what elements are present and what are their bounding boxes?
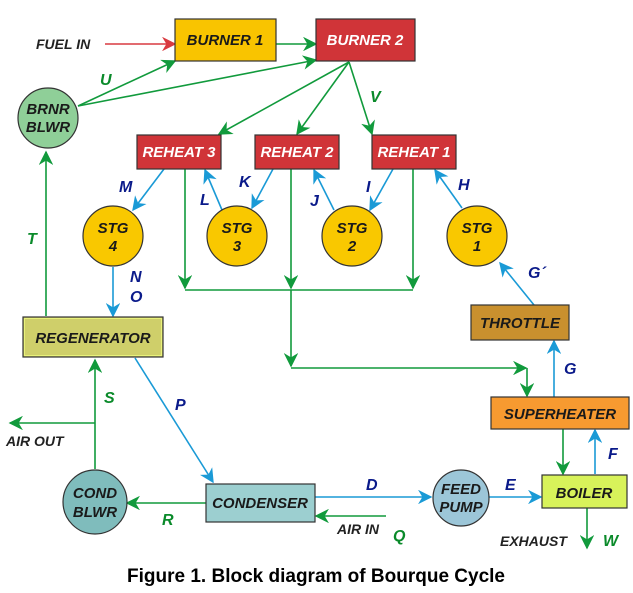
flow-label-g: G	[564, 361, 576, 378]
node-throttle[interactable]: THROTTLE	[470, 304, 570, 341]
node-burner1[interactable]: BURNER 1	[174, 18, 277, 62]
node-stg4[interactable]: STG 4	[82, 205, 144, 267]
flow-label-d: D	[366, 477, 378, 494]
arrow-stg2-reheat2	[313, 168, 335, 211]
flow-label-f: F	[608, 446, 619, 463]
flow-label-p: P	[175, 397, 186, 414]
flow-label-t: T	[27, 231, 38, 248]
throttle-label: THROTTLE	[480, 315, 561, 332]
node-burner2[interactable]: BURNER 2	[315, 18, 416, 62]
node-stg1[interactable]: STG 1	[446, 205, 508, 267]
node-boiler[interactable]: BOILER	[541, 474, 628, 509]
arrow-throttle-stg1	[499, 261, 535, 306]
arrow-reheat3-stg4	[132, 168, 165, 212]
arrow-burner2-reheat2	[296, 61, 350, 136]
brnr-blwr-label-2: BLWR	[26, 119, 70, 136]
node-stg2[interactable]: STG 2	[321, 205, 383, 267]
flow-label-q: Q	[393, 528, 406, 545]
stg1-label-2: 1	[473, 238, 481, 255]
flow-label-i: I	[366, 179, 371, 196]
feed-pump-label-2: PUMP	[439, 499, 483, 516]
flow-label-r: R	[162, 512, 174, 529]
air-in-label: AIR IN	[336, 521, 380, 537]
flow-label-s: S	[104, 390, 115, 407]
exhaust-label: EXHAUST	[500, 533, 568, 549]
superheater-label: SUPERHEATER	[504, 406, 616, 423]
flow-label-e: E	[505, 477, 517, 494]
arrow-stg1-reheat1	[434, 168, 463, 209]
flow-label-m: M	[119, 179, 133, 196]
flow-label-l: L	[200, 192, 210, 209]
flow-label-v: V	[370, 89, 382, 106]
node-brnr-blwr[interactable]: BRNR BLWR	[17, 87, 79, 149]
brnr-blwr-label-1: BRNR	[26, 101, 69, 118]
stg4-label-2: 4	[108, 238, 118, 255]
arrow-burner2-reheat3	[217, 61, 350, 135]
node-superheater[interactable]: SUPERHEATER	[490, 396, 630, 430]
burner2-label: BURNER 2	[327, 32, 404, 49]
flow-label-n: N	[130, 269, 142, 286]
flow-label-o: O	[130, 289, 143, 306]
stg4-label-1: STG	[98, 220, 129, 237]
flow-label-u: U	[100, 72, 112, 89]
fuel-in-label: FUEL IN	[36, 36, 91, 52]
air-out-label: AIR OUT	[5, 433, 65, 449]
node-stg3[interactable]: STG 3	[206, 205, 268, 267]
node-feed-pump[interactable]: FEED PUMP	[432, 469, 490, 527]
feed-pump-label-1: FEED	[441, 481, 481, 498]
node-reheat3[interactable]: REHEAT 3	[136, 134, 222, 170]
reheat1-label: REHEAT 1	[377, 144, 450, 161]
condenser-label: CONDENSER	[212, 495, 308, 512]
flow-label-j: J	[310, 193, 320, 210]
stg3-label-1: STG	[222, 220, 253, 237]
stg2-label-1: STG	[337, 220, 368, 237]
node-reheat2[interactable]: REHEAT 2	[254, 134, 340, 170]
flow-label-h: H	[458, 177, 470, 194]
arrow-stg3-reheat3	[203, 168, 223, 211]
boiler-label: BOILER	[556, 485, 613, 502]
reheat2-label: REHEAT 2	[260, 144, 334, 161]
arrow-regenerator-condenser	[134, 357, 214, 484]
stg2-label-2: 2	[347, 238, 357, 255]
flow-label-k: K	[239, 174, 252, 191]
node-cond-blwr[interactable]: COND BLWR	[62, 469, 128, 535]
burner1-label: BURNER 1	[187, 32, 264, 49]
cond-blwr-label-2: BLWR	[73, 504, 117, 521]
arrow-reheat2-stg3	[251, 168, 274, 210]
flow-label-w: W	[603, 533, 620, 550]
reheat3-label: REHEAT 3	[142, 144, 216, 161]
stg3-label-2: 3	[233, 238, 242, 255]
arrow-brnrblwr-burner2	[77, 55, 318, 107]
stg1-label-1: STG	[462, 220, 493, 237]
arrow-brnrblwr-burner1	[77, 59, 177, 107]
connectors	[8, 36, 603, 550]
figure-caption: Figure 1. Block diagram of Bourque Cycle	[127, 566, 505, 587]
arrow-burner2-reheat1	[348, 61, 375, 136]
node-reheat1[interactable]: REHEAT 1	[371, 134, 457, 170]
node-condenser[interactable]: CONDENSER	[205, 483, 316, 523]
cond-blwr-label-1: COND	[73, 485, 117, 502]
arrow-reheat1-stg2	[369, 168, 394, 212]
node-regenerator[interactable]: REGENERATOR	[22, 316, 164, 358]
regenerator-label: REGENERATOR	[35, 330, 150, 347]
flow-label-g-prime: G´	[528, 265, 547, 282]
